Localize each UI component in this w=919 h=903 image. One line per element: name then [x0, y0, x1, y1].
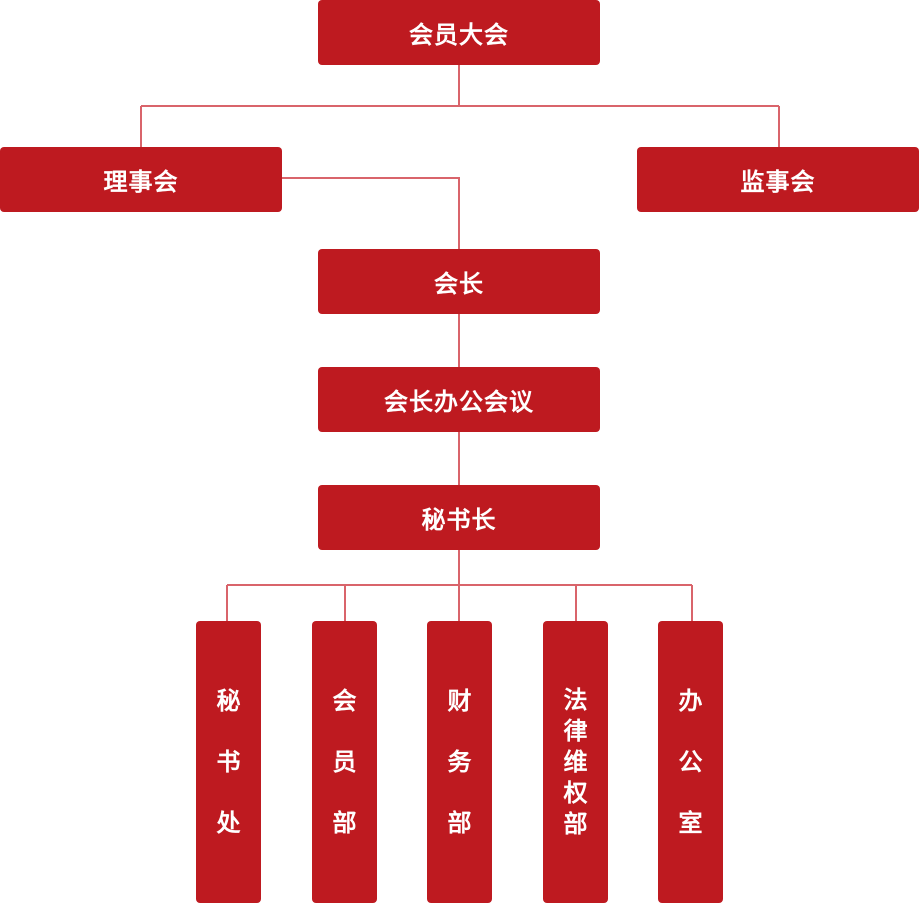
secretary-general-label: 秘书长: [421, 506, 497, 534]
connector-council-to-president: [282, 177, 460, 249]
general-assembly-label: 会员大会: [409, 21, 509, 49]
department-box-office: 办公室: [658, 621, 723, 903]
council-label: 理事会: [103, 168, 179, 196]
department-box-legal-rights: 法律维权部: [543, 621, 608, 903]
department-label: 法律维权部: [563, 685, 588, 838]
president-label: 会长: [434, 270, 484, 298]
department-box-membership: 会员部: [312, 621, 377, 903]
department-label: 办公室: [678, 686, 703, 837]
president-office-meeting-box: 会长办公会议: [318, 367, 600, 432]
department-box-finance: 财务部: [427, 621, 492, 903]
president-office-meeting-label: 会长办公会议: [384, 388, 534, 416]
department-label: 会员部: [332, 686, 357, 837]
general-assembly-box: 会员大会: [318, 0, 600, 65]
department-box-secretariat: 秘书处: [196, 621, 261, 903]
council-box: 理事会: [0, 147, 282, 212]
president-box: 会长: [318, 249, 600, 314]
supervisory-board-label: 监事会: [740, 168, 816, 196]
department-label: 秘书处: [216, 686, 241, 837]
department-label: 财务部: [447, 686, 472, 837]
secretary-general-box: 秘书长: [318, 485, 600, 550]
supervisory-board-box: 监事会: [637, 147, 919, 212]
